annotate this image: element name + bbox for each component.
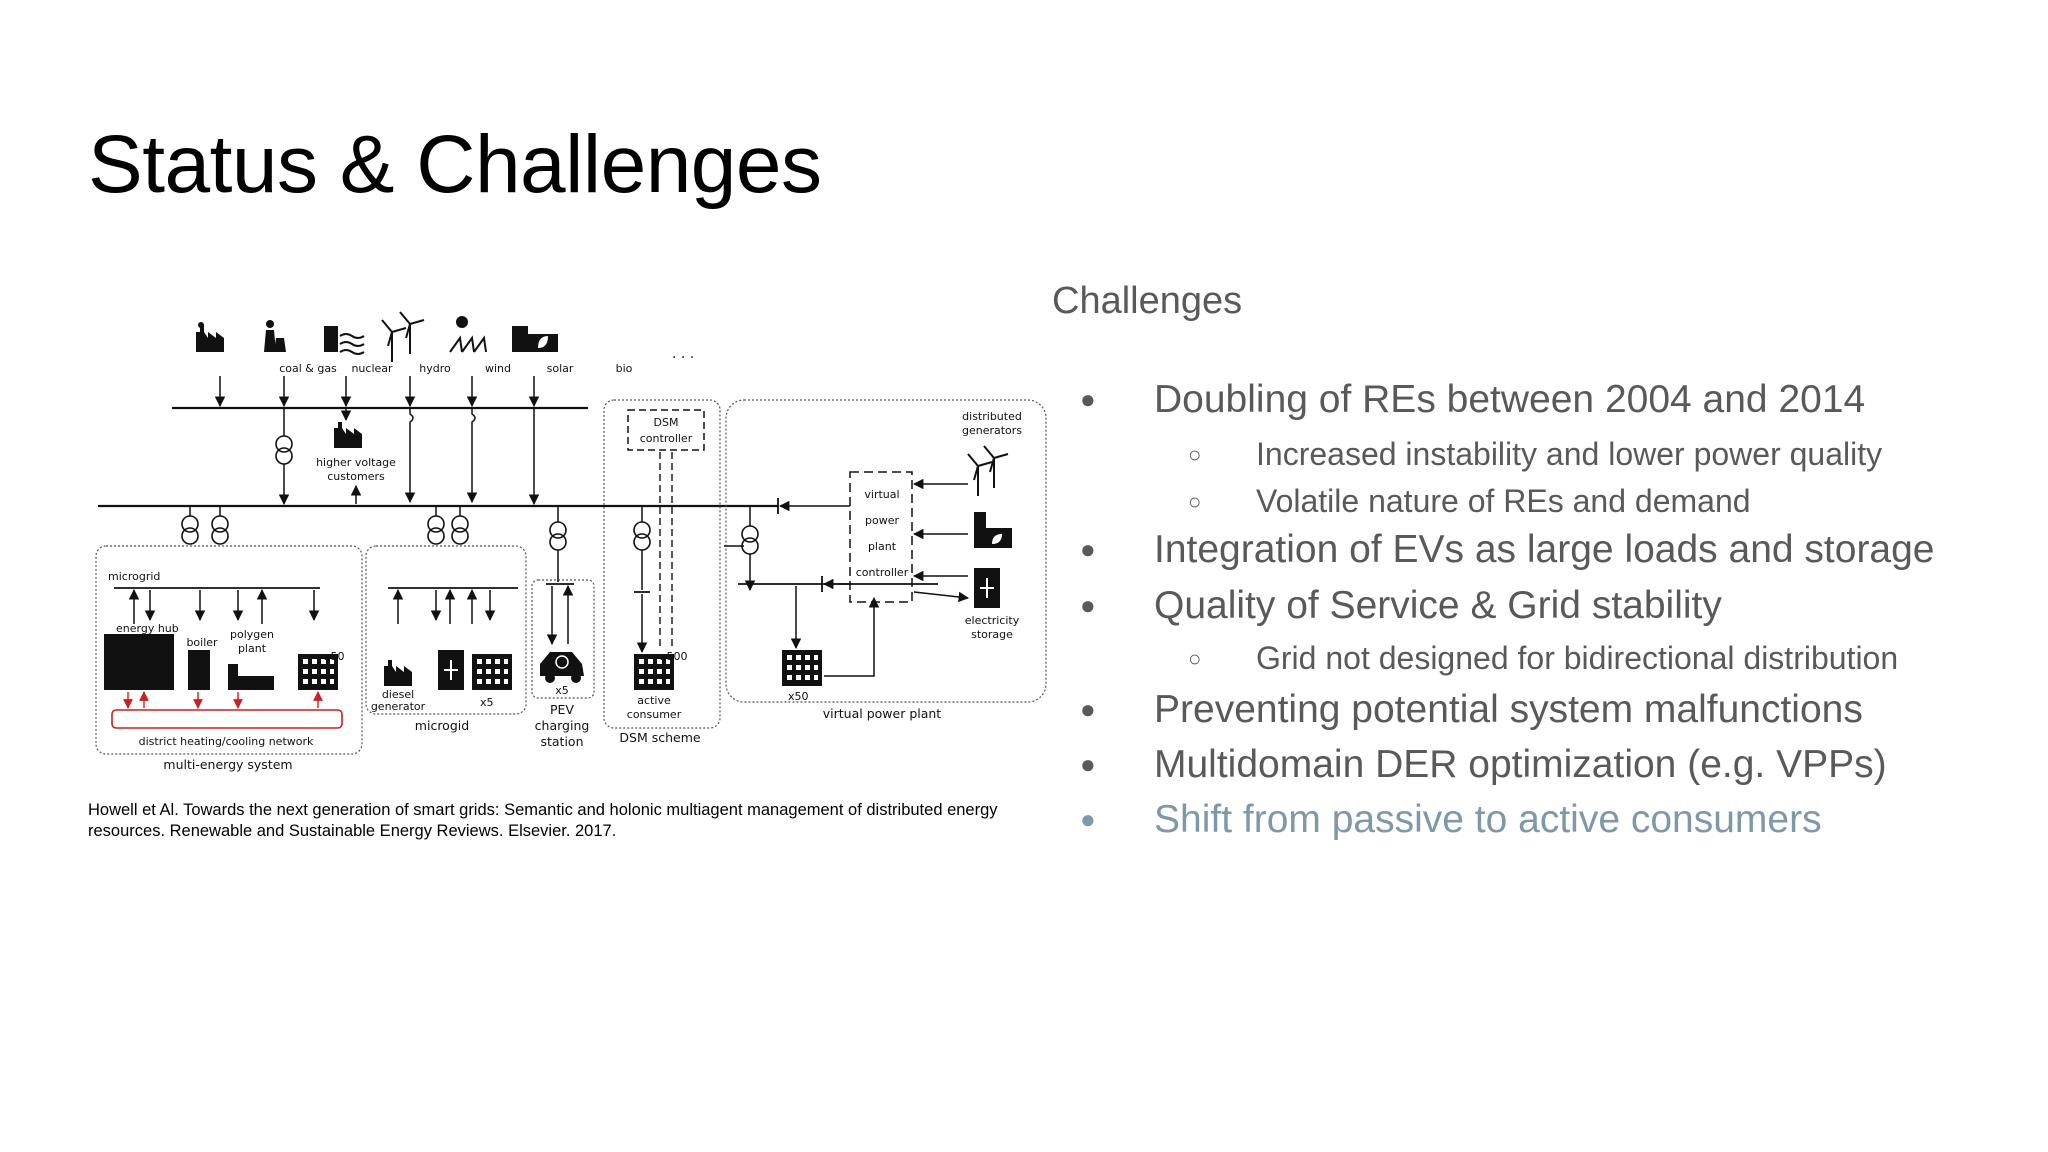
label-dsm-x500: x500 — [660, 650, 688, 663]
microgrid-building-icon — [472, 654, 512, 690]
higher-voltage-customer-icon — [334, 422, 362, 448]
challenge-text: Quality of Service & Grid stability — [1154, 584, 1722, 627]
label-pev-3: station — [540, 734, 583, 749]
pev-box — [531, 579, 595, 699]
source-nuclear-icon — [264, 320, 286, 352]
label-vpp-controller-4: controller — [856, 566, 909, 579]
label-coal-gas: coal & gas — [279, 362, 337, 375]
label-higher-voltage-2: customers — [327, 470, 385, 483]
sub-bullet-icon: ○ — [1188, 646, 1202, 671]
label-more-sources: . . . — [672, 346, 694, 362]
challenge-text: Shift from passive to active consumers — [1154, 798, 1822, 841]
label-solar: solar — [547, 362, 574, 375]
vpp-controller-box — [849, 471, 913, 603]
vpp-battery-icon — [973, 567, 1001, 609]
label-bio: bio — [616, 362, 633, 375]
challenge-item: ● Integration of EVs as large loads and … — [1080, 528, 1935, 572]
vpp-wind-turbine-icon — [967, 445, 1009, 497]
bullet-icon: ● — [1080, 590, 1096, 620]
label-nuclear: nuclear — [351, 362, 393, 375]
label-polygen-2: plant — [238, 642, 267, 655]
challenge-item: ● Quality of Service & Grid stability — [1080, 584, 1722, 628]
label-electricity-storage-2: storage — [971, 628, 1013, 641]
label-active-consumer-2: consumer — [627, 708, 682, 721]
label-dsm-controller-2: controller — [640, 432, 693, 445]
challenge-text: Integration of EVs as large loads and st… — [1154, 528, 1935, 571]
challenge-subitem: ○ Grid not designed for bidirectional di… — [1188, 640, 1899, 677]
label-distributed-2: generators — [962, 424, 1022, 437]
label-vpp-x50: x50 — [788, 690, 809, 703]
label-mes-microgrid: microgrid — [108, 570, 160, 583]
challenge-text: Volatile nature of REs and demand — [1256, 483, 1751, 519]
label-pev-2: charging — [535, 718, 590, 733]
district-network-box — [111, 709, 343, 729]
challenge-item: ● Preventing potential system malfunctio… — [1080, 688, 1863, 732]
bullet-icon: ● — [1080, 749, 1096, 779]
label-electricity-storage-1: electricity — [965, 614, 1020, 627]
label-dsm-controller-1: DSM — [654, 416, 679, 429]
label-district-network: district heating/cooling network — [139, 735, 314, 748]
label-polygen-1: polygen — [230, 628, 274, 641]
challenge-text: Grid not designed for bidirectional dist… — [1256, 640, 1899, 676]
multi-energy-system-box — [95, 545, 363, 755]
source-coal-gas-icon — [196, 322, 224, 352]
virtual-power-plant-box — [725, 399, 1047, 703]
label-diesel-1: diesel — [382, 688, 414, 701]
smart-grid-diagram: coal & gas nuclear hydro wind solar bio … — [88, 308, 1054, 776]
bullet-icon: ● — [1080, 384, 1096, 414]
label-hydro: hydro — [419, 362, 451, 375]
label-dsm-scheme: DSM scheme — [619, 730, 700, 745]
label-energy-hub: energy hub — [116, 622, 179, 635]
challenges-heading: Challenges — [1052, 280, 1243, 322]
challenge-text: Increased instability and lower power qu… — [1256, 436, 1883, 472]
label-microgrid-x5: x5 — [480, 696, 494, 709]
citation: Howell et Al. Towards the next generatio… — [88, 801, 998, 840]
label-boiler: boiler — [186, 636, 218, 649]
label-wind: wind — [485, 362, 511, 375]
dsm-scheme-box — [603, 399, 721, 729]
challenge-subitem: ○ Increased instability and lower power … — [1188, 436, 1883, 473]
label-vpp-controller-3: plant — [868, 540, 897, 553]
challenge-text: Doubling of REs between 2004 and 2014 — [1154, 378, 1866, 421]
challenge-item-highlighted: ● Shift from passive to active consumers — [1080, 798, 1822, 842]
boiler-icon — [188, 650, 210, 690]
electric-vehicle-icon — [540, 652, 584, 683]
label-pev-x5: x5 — [555, 684, 569, 697]
label-active-consumer-1: active — [637, 694, 671, 707]
microgrid-box — [365, 545, 527, 715]
vpp-bio-plant-icon — [974, 512, 1012, 548]
sub-bullet-icon: ○ — [1188, 442, 1202, 467]
bullet-icon: ● — [1080, 534, 1096, 564]
source-bio-icon — [512, 326, 558, 352]
source-solar-icon — [449, 316, 487, 353]
label-vpp-controller-1: virtual — [864, 488, 899, 501]
challenge-subitem: ○ Volatile nature of REs and demand — [1188, 483, 1751, 520]
label-distributed-1: distributed — [962, 410, 1022, 423]
label-vpp-controller-2: power — [865, 514, 899, 527]
challenge-text: Preventing potential system malfunctions — [1154, 688, 1863, 731]
energy-hub-icon — [104, 634, 174, 690]
diesel-generator-icon — [384, 660, 412, 686]
microgrid-battery-icon — [437, 649, 465, 691]
bullet-icon: ● — [1080, 694, 1096, 724]
label-mes-x50: x50 — [324, 650, 345, 663]
challenge-item: ● Doubling of REs between 2004 and 2014 — [1080, 378, 1866, 422]
label-diesel-2: generator — [371, 700, 426, 713]
polygen-plant-icon — [228, 664, 274, 690]
vpp-building-icon — [782, 650, 822, 686]
label-pev-1: PEV — [550, 702, 574, 717]
source-hydro-icon — [324, 326, 365, 355]
label-higher-voltage-1: higher voltage — [316, 456, 396, 469]
label-virtual-power-plant: virtual power plant — [823, 706, 942, 721]
slide-title: Status & Challenges — [88, 119, 822, 210]
challenge-item: ● Multidomain DER optimization (e.g. VPP… — [1080, 743, 1887, 787]
label-multi-energy-system: multi-energy system — [163, 757, 292, 772]
label-microgrid: microgid — [415, 718, 469, 733]
dsm-controller-box — [627, 409, 705, 451]
sub-bullet-icon: ○ — [1188, 489, 1202, 514]
bullet-icon: ● — [1080, 804, 1096, 834]
source-wind-icon — [381, 311, 425, 363]
challenge-text: Multidomain DER optimization (e.g. VPPs) — [1154, 743, 1887, 786]
